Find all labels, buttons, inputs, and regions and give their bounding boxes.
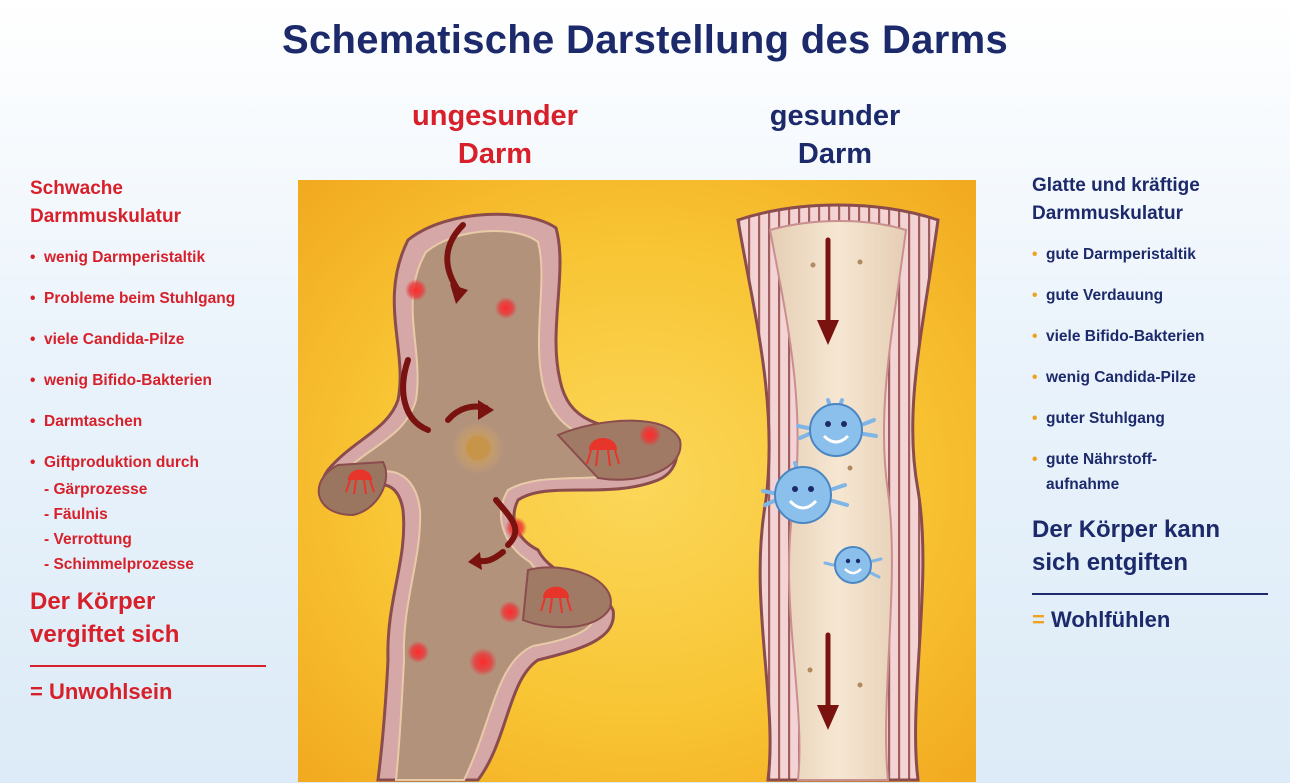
unhealthy-heading-line2: Darmmuskulatur [30,203,290,231]
bullet-icon: • [1032,447,1037,472]
unhealthy-head-line2: Darm [375,135,615,173]
bullet-icon: • [1032,283,1037,308]
bullet-icon: • [30,368,35,393]
healthy-heading: Glatte und kräftige Darmmuskulatur [1032,172,1282,228]
inflammation-spot [407,641,429,663]
healthy-outcome-label: Wohlfühlen [1051,607,1170,632]
list-item: •Probleme beim Stuhlgang [30,286,290,311]
unhealthy-gut-description: Schwache Darmmuskulatur •wenig Darmperis… [30,175,290,705]
list-item: •Giftproduktion durch [30,450,290,475]
sub-list-item: - Verrottung [30,527,290,552]
list-item: •gute Nährstoff-aufnahme [1032,447,1216,497]
gut-diagram [298,180,976,782]
unhealthy-head-line1: ungesunder [375,97,615,135]
bullet-icon: • [30,286,35,311]
unhealthy-gut [319,214,681,780]
healthy-head-line2: Darm [715,135,955,173]
bullet-icon: • [30,245,35,270]
healthy-gut-heading: gesunder Darm [715,97,955,173]
sunburst-toxin-icon [452,422,504,474]
divider [1032,593,1268,595]
food-particle [808,668,813,673]
healthy-result-line1: Der Körper kann [1032,513,1282,546]
divider [30,665,266,667]
list-item: •gute Verdauung [1032,283,1282,308]
bullet-icon: • [1032,324,1037,349]
bullet-icon: • [1032,242,1037,267]
unhealthy-gut-heading: ungesunder Darm [375,97,615,173]
food-particle [858,683,863,688]
unhealthy-result-line2: vergiftet sich [30,618,290,651]
unhealthy-outcome: = Unwohlsein [30,679,290,705]
list-item: •gute Darmperistaltik [1032,242,1282,267]
list-item: •wenig Candida-Pilze [1032,365,1282,390]
sub-list-item: - Schimmelprozesse [30,552,290,577]
unhealthy-outcome-label: Unwohlsein [49,679,172,704]
healthy-benefit-list: •gute Darmperistaltik •gute Verdauung •v… [1032,242,1282,497]
sub-list-item: - Gärprozesse [30,477,290,502]
list-item: •Darmtaschen [30,409,290,434]
equals-sign: = [1032,607,1045,632]
unhealthy-heading: Schwache Darmmuskulatur [30,175,290,231]
inflammation-spot [499,601,521,623]
inflammation-spot [405,279,427,301]
inflammation-spot [495,297,517,319]
healthy-gut-description: Glatte und kräftige Darmmuskulatur •gute… [1032,172,1282,633]
list-item: •wenig Bifido-Bakterien [30,368,290,393]
healthy-result-line2: sich entgiften [1032,546,1282,579]
inflammation-spot [639,424,661,446]
sub-list-item: - Fäulnis [30,502,290,527]
food-particle [858,260,863,265]
healthy-heading-line1: Glatte und kräftige [1032,172,1282,200]
bullet-icon: • [30,327,35,352]
unhealthy-result: Der Körper vergiftet sich [30,585,290,651]
healthy-result: Der Körper kann sich entgiften [1032,513,1282,579]
healthy-gut [738,205,938,780]
healthy-head-line1: gesunder [715,97,955,135]
healthy-outcome: = Wohlfühlen [1032,607,1282,633]
page-title: Schematische Darstellung des Darms [0,18,1290,63]
food-particle [811,263,816,268]
list-item: •viele Candida-Pilze [30,327,290,352]
bullet-icon: • [1032,365,1037,390]
gut-pouch-left [319,462,386,515]
equals-sign: = [30,679,43,704]
list-item: •viele Bifido-Bakterien [1032,324,1282,349]
healthy-heading-line2: Darmmuskulatur [1032,200,1282,228]
list-item: •guter Stuhlgang [1032,406,1282,431]
inflammation-spot [469,648,497,676]
list-item: •wenig Darmperistaltik [30,245,290,270]
bullet-icon: • [1032,406,1037,431]
unhealthy-result-line1: Der Körper [30,585,290,618]
food-particle [848,466,853,471]
bullet-icon: • [30,409,35,434]
unhealthy-symptom-list: •wenig Darmperistaltik •Probleme beim St… [30,245,290,475]
bullet-icon: • [30,450,35,475]
unhealthy-heading-line1: Schwache [30,175,290,203]
